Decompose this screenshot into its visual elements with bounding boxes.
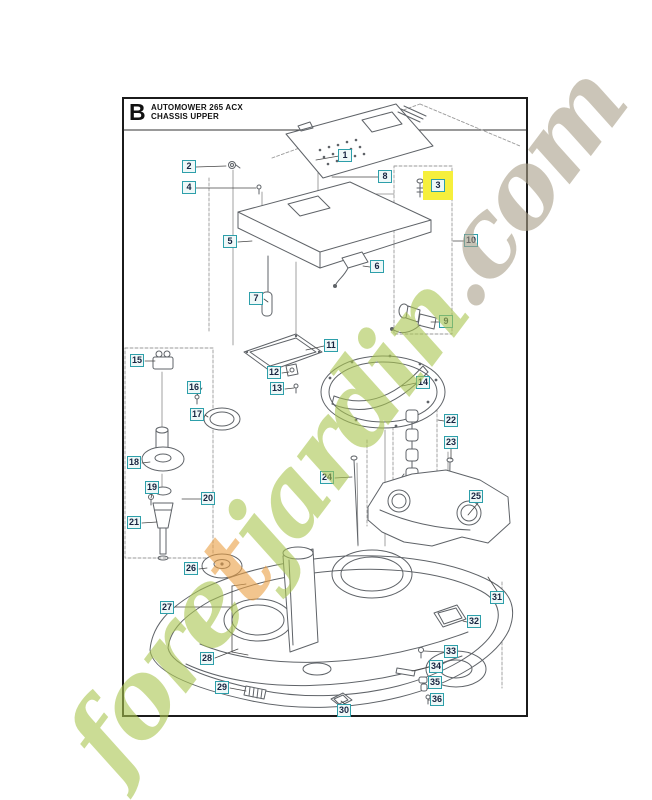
plate-32-part <box>433 604 467 628</box>
callout-25[interactable]: 25 <box>469 490 483 503</box>
callout-1[interactable]: 1 <box>338 149 352 162</box>
screw-16-part <box>194 394 200 405</box>
callout-15[interactable]: 15 <box>130 354 144 367</box>
leader-lines <box>141 155 498 705</box>
callout-21[interactable]: 21 <box>127 516 141 529</box>
clip-35-part <box>418 676 428 692</box>
grommet-ring-part <box>203 407 241 431</box>
callout-34[interactable]: 34 <box>429 660 443 673</box>
callout-20[interactable]: 20 <box>201 492 215 505</box>
callout-22[interactable]: 22 <box>444 414 458 427</box>
sensor-cable-part <box>390 303 437 334</box>
top-plate-part <box>367 469 511 547</box>
gasket-frame-part <box>243 333 323 372</box>
callout-2[interactable]: 2 <box>182 160 196 173</box>
callout-31[interactable]: 31 <box>490 591 504 604</box>
screw-4-part <box>256 184 262 195</box>
wire-bracket-part <box>333 251 369 288</box>
callout-5[interactable]: 5 <box>223 235 237 248</box>
callout-27[interactable]: 27 <box>160 601 174 614</box>
plate-30-part <box>330 692 353 707</box>
callout-29[interactable]: 29 <box>215 681 229 694</box>
diagram-title: AUTOMOWER 265 ACX CHASSIS UPPER <box>151 103 243 121</box>
bar-34-part <box>395 667 416 677</box>
stop-button-stack-part <box>152 486 174 561</box>
callout-23[interactable]: 23 <box>444 436 458 449</box>
callout-35[interactable]: 35 <box>428 676 442 689</box>
callout-13[interactable]: 13 <box>270 382 284 395</box>
callout-30[interactable]: 30 <box>337 704 351 717</box>
callout-6[interactable]: 6 <box>370 260 384 273</box>
callout-28[interactable]: 28 <box>200 652 214 665</box>
cover-ring-part <box>320 354 446 429</box>
screw-2-part <box>228 161 241 169</box>
callout-16[interactable]: 16 <box>187 381 201 394</box>
display-cover-part <box>237 181 432 269</box>
title-line1: AUTOMOWER 265 ACX <box>151 103 243 112</box>
callout-10[interactable]: 10 <box>464 234 478 247</box>
callout-7[interactable]: 7 <box>249 292 263 305</box>
callout-18[interactable]: 18 <box>127 456 141 469</box>
section-letter: B <box>129 99 146 125</box>
rib-29-part <box>243 685 267 700</box>
title-line2: CHASSIS UPPER <box>151 112 219 121</box>
callout-14[interactable]: 14 <box>416 376 430 389</box>
bracket-12-part <box>285 363 299 377</box>
antenna-part <box>261 255 273 317</box>
connector-part <box>152 350 174 370</box>
callout-32[interactable]: 32 <box>467 615 481 628</box>
keypad-part <box>285 103 434 179</box>
callout-19[interactable]: 19 <box>145 481 159 494</box>
screw-24-part <box>350 455 359 546</box>
callout-12[interactable]: 12 <box>267 366 281 379</box>
callout-26[interactable]: 26 <box>184 562 198 575</box>
callout-3[interactable]: 3 <box>431 179 445 192</box>
callout-11[interactable]: 11 <box>324 339 338 352</box>
screw-13-part <box>293 383 299 394</box>
callout-8[interactable]: 8 <box>378 170 392 183</box>
disc-part <box>201 553 243 579</box>
callout-4[interactable]: 4 <box>182 181 196 194</box>
flange-part <box>141 426 185 472</box>
callout-36[interactable]: 36 <box>430 693 444 706</box>
screw-33-part <box>418 647 424 659</box>
callout-9[interactable]: 9 <box>439 315 453 328</box>
callout-33[interactable]: 33 <box>444 645 458 658</box>
callout-24[interactable]: 24 <box>320 471 334 484</box>
callout-17[interactable]: 17 <box>190 408 204 421</box>
